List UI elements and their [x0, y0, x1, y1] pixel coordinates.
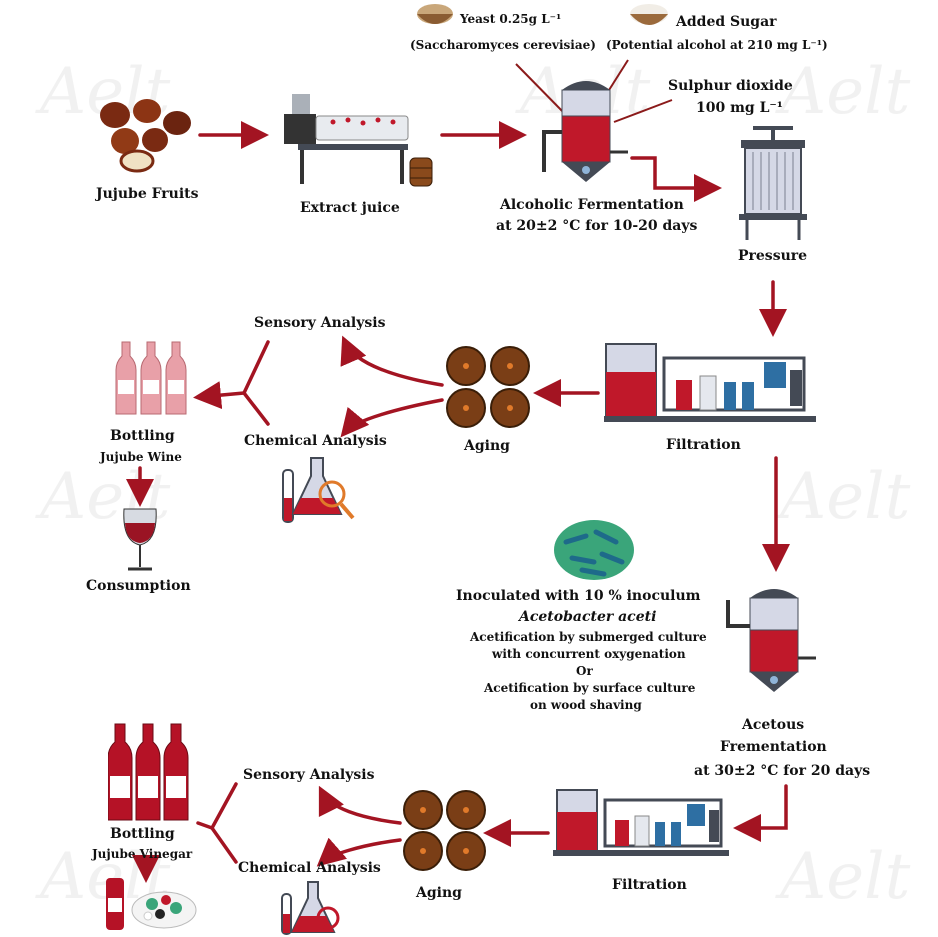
acetous-fermentation-tank-icon: [726, 589, 816, 692]
bracket-analysis-wine: [241, 340, 270, 426]
filtration-unit-icon: [604, 343, 816, 422]
sensory-analysis-2-label: Sensory Analysis: [243, 767, 375, 783]
or-label: Or: [576, 664, 593, 678]
lab-flask-icon: [282, 457, 355, 523]
acetobacter-bacteria-icon: [554, 520, 634, 580]
sensory-analysis-label: Sensory Analysis: [254, 315, 386, 331]
aging-barrels-icon: [446, 346, 530, 428]
wood-shaving-label: on wood shaving: [530, 698, 642, 712]
so2-dose-label: 100 mg L⁻¹: [696, 100, 783, 116]
arrow-analysis-to-bottling: [193, 381, 246, 410]
line-so2: [613, 99, 673, 123]
filtration-unit-2-icon: [553, 789, 729, 856]
arrow-aging-to-sensory-2: [318, 785, 402, 825]
chemical-analysis-label: Chemical Analysis: [244, 433, 387, 449]
alcoholic-fermentation-label: Alcoholic Fermentation: [500, 197, 684, 213]
jujube-fruits-icon: [100, 99, 191, 173]
aging-label: Aging: [464, 438, 510, 454]
acetous-label: Acetous: [742, 717, 805, 733]
yeast-label: Yeast 0.25g L⁻¹: [460, 12, 562, 26]
acetobacter-species-label: Acetobacter aceti: [519, 609, 657, 625]
wine-glass-icon: [123, 508, 157, 571]
arrow-aging-to-chemical-2: [316, 837, 402, 867]
jujube-fruits-label: Jujube Fruits: [96, 186, 199, 202]
chemical-analysis-2-label: Chemical Analysis: [238, 860, 381, 876]
alcoholic-fermentation-conditions: at 20±2 °C for 10-20 days: [496, 218, 698, 234]
yeast-species-label: (Saccharomyces cerevisiae): [410, 38, 596, 52]
filtration-label: Filtration: [666, 437, 741, 453]
aging-barrels-2-icon: [403, 790, 486, 871]
arrow-aging-to-chemical: [340, 398, 444, 438]
jujube-wine-label: Jujube Wine: [100, 450, 182, 464]
salad-bowl-icon: [106, 878, 197, 930]
acetous-conditions-label: at 30±2 °C for 20 days: [694, 763, 871, 779]
sugar-label: Added Sugar: [676, 14, 777, 30]
bottling-vinegar-label: Bottling: [110, 826, 175, 842]
arrow-aging-to-sensory: [340, 335, 444, 387]
line-yeast: [515, 63, 569, 118]
bracket-analysis-vinegar: [209, 782, 238, 864]
aging-2-label: Aging: [416, 885, 462, 901]
arrow-acetous-to-filtration: [733, 784, 788, 842]
oxygenation-label: with concurrent oxygenation: [492, 647, 686, 661]
lab-flask-2-icon: [281, 881, 340, 935]
sugar-bowl-icon: [630, 4, 668, 25]
vinegar-bottles-icon: [108, 723, 189, 821]
wine-press-icon: [739, 126, 807, 240]
surface-culture-label: Acetification by surface culture: [484, 681, 696, 695]
extract-juice-label: Extract juice: [300, 200, 400, 216]
rose-wine-bottles-icon: [115, 341, 187, 415]
so2-label: Sulphur dioxide: [668, 78, 793, 94]
yeast-bowl-icon: [417, 4, 453, 24]
submerged-culture-label: Acetification by submerged culture: [470, 630, 707, 644]
sugar-detail-label: (Potential alcohol at 210 mg L⁻¹): [606, 38, 828, 52]
arrow-fermenter-to-press: [630, 156, 722, 202]
frementation-label: Frementation: [720, 739, 827, 755]
inoculum-label: Inoculated with 10 % inoculum: [456, 588, 701, 604]
bottling-wine-label: Bottling: [110, 428, 175, 444]
pressure-label: Pressure: [738, 248, 808, 264]
fermentation-tank-icon: [542, 81, 628, 182]
juice-extractor-icon: [284, 94, 433, 187]
filtration-2-label: Filtration: [612, 877, 687, 893]
connector-to-vinegar-bottling: [196, 821, 214, 830]
consumption-label: Consumption: [86, 578, 191, 594]
jujube-vinegar-label: Jujube Vinegar: [92, 847, 193, 861]
